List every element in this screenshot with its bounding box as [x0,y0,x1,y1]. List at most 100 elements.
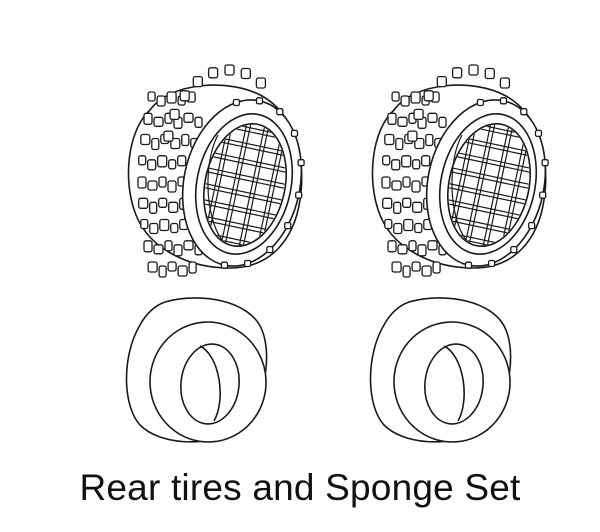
tread-lug [384,133,395,146]
tread-lug [166,91,177,104]
tread-lug [183,240,194,251]
tread-lug [157,155,168,168]
sidewall-lug [284,221,292,230]
tread-lug [181,133,190,147]
tread-lug [412,159,421,170]
sidewall-lug [243,259,252,268]
tread-lug [421,265,432,277]
sidewall-lug [290,129,299,138]
tread-lug [140,218,149,230]
tread-lug [153,244,164,255]
caption-title: Rear tires and Sponge Set [79,467,521,508]
sponge-hole [424,343,484,425]
tread-lug [138,197,149,209]
tread-lug [387,112,397,125]
tread-lug [177,265,188,277]
tread-lug [391,91,400,102]
tire-inner-edge [451,134,467,241]
sidewall-lug [220,261,229,269]
tread-lug [393,201,402,214]
tread-lug [168,159,177,170]
tread-lug [414,137,425,150]
tread-lug [414,222,423,234]
sidewall-lug [510,245,518,254]
sponge-hole-depth [443,345,465,422]
tread-lug [177,155,187,167]
tread-lug [387,240,397,253]
tread-lug [412,201,423,213]
tread-lug [137,176,147,189]
tread-lug [163,130,174,142]
tread-lug [411,261,421,272]
tread-lug [499,77,511,89]
tread-lug [159,218,170,232]
tread-lug [393,222,403,235]
sidewall-lug [499,97,508,105]
sidewall-lug [528,221,536,230]
tread-lug [173,244,183,257]
tread-lug [410,91,421,104]
sidewall-lug [487,259,496,268]
tread-lug [143,240,153,253]
sponge-hole [180,343,240,425]
sidewall-lug [541,159,549,167]
tread-lug [168,201,179,213]
tire-bead [438,113,538,255]
tread-lug [413,108,424,121]
tread-lug [140,133,151,146]
tread-lug [397,116,408,127]
tread-lug [170,137,181,150]
sidewall-lug [520,108,528,116]
tread-lug [402,265,411,278]
tread-lug [170,222,179,234]
tread-lug [138,155,147,166]
tread-lug [194,116,203,128]
tread-lug [421,155,431,167]
sidewall-lug [266,245,274,254]
tread-lug [381,176,391,189]
sponge-insert-right [369,297,512,443]
tread-lug [401,155,412,168]
sidewall-lug [534,129,543,138]
tread-lug [382,155,391,166]
tread-lug [156,95,166,107]
tread-lug [403,218,414,232]
tread-lug [147,261,158,273]
tread-lug [427,112,438,123]
tire-inner-edge [207,134,223,241]
tread-lug [147,159,157,171]
sidewall-lug [464,261,473,269]
tread-lug [423,90,434,102]
tread-lug [149,201,158,214]
tread-lug [382,197,393,209]
tread-lug [147,180,158,191]
tread-lug [408,240,417,252]
tire-opening [447,122,531,248]
tread-lug [397,244,408,255]
tread-lug [179,90,190,102]
tread-lug [167,261,177,272]
tread-lug [484,67,495,80]
tread-lug [438,116,447,128]
tread-lug [149,222,159,235]
tread-lug [164,240,173,252]
tread-lug [436,75,447,88]
tread-lug [427,240,438,251]
sponge-hole-depth [199,345,221,422]
tread-lug [391,261,402,273]
tread-lug [151,137,160,151]
sidewall-lug [297,159,305,167]
tread-lug [400,95,410,107]
tread-lug [417,244,427,257]
tread-lug [407,130,418,142]
tread-lug [158,265,167,278]
tread-lug [425,133,434,147]
tread-lug [224,64,235,76]
sidewall-lug [276,108,284,116]
tread-lug [143,112,153,125]
tread-lug [153,116,164,127]
tread-lug [402,176,411,188]
sidewall-lug [295,191,303,199]
tread-lug [158,197,168,208]
tread-lug [169,108,180,121]
